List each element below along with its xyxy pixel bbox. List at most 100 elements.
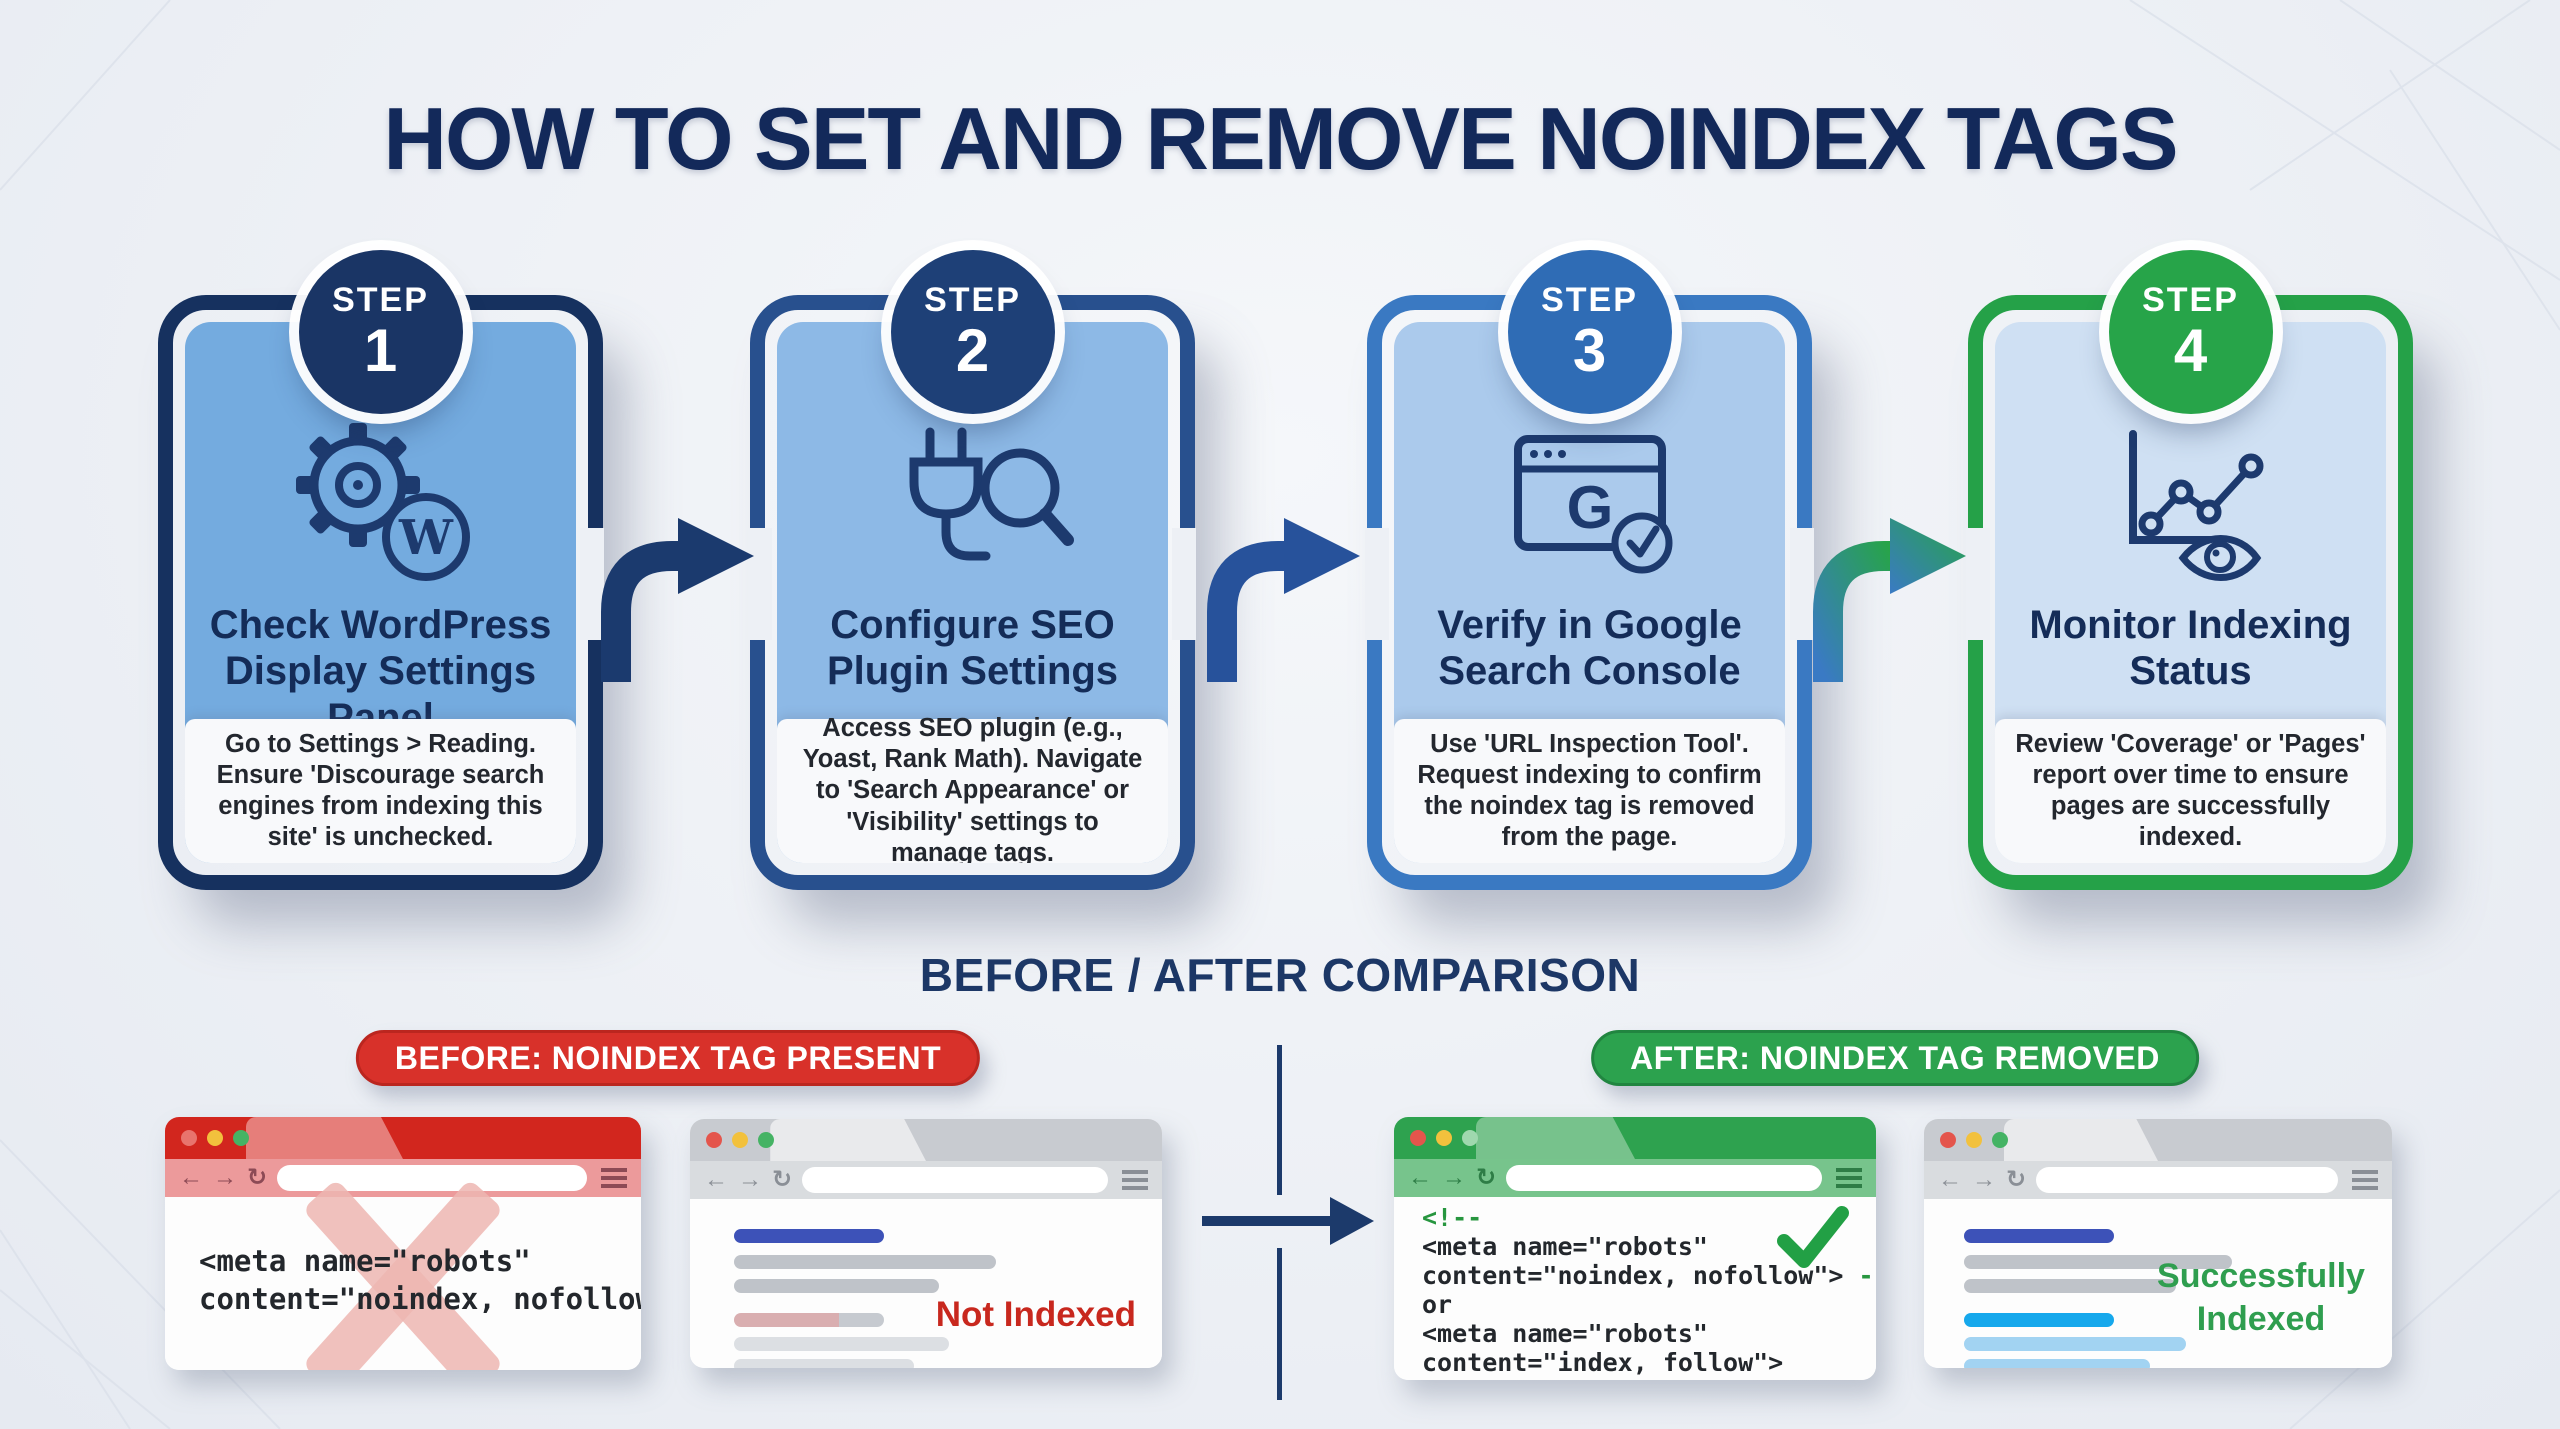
skeleton-line bbox=[1964, 1279, 2176, 1293]
code-comment: --> bbox=[1858, 1261, 1876, 1290]
before-to-after-arrow-head bbox=[1330, 1197, 1374, 1245]
arrow-step2-to-step3 bbox=[1207, 518, 1360, 682]
step-1-title: Check WordPress Display Settings Panel bbox=[209, 603, 552, 740]
maximize-dot-icon bbox=[1992, 1132, 2008, 1148]
back-icon: ← bbox=[179, 1164, 203, 1191]
browser-titlebar bbox=[1924, 1119, 2392, 1161]
step-badge-number: 2 bbox=[955, 317, 990, 384]
google-g-letter: G bbox=[1566, 474, 1613, 541]
code-line: <meta name="robots" bbox=[199, 1244, 531, 1278]
browser-content: <meta name="robots" content="noindex, no… bbox=[165, 1178, 641, 1370]
forward-icon: → bbox=[738, 1166, 762, 1193]
step-1-description: Go to Settings > Reading. Ensure 'Discou… bbox=[216, 729, 545, 852]
browser-tab bbox=[1475, 1117, 1635, 1159]
not-indexed-label: Not Indexed bbox=[935, 1295, 1136, 1334]
browser-navbar: ← → ↻ bbox=[690, 1161, 1162, 1199]
not-indexed-browser: ← → ↻ Not Indexed bbox=[690, 1119, 1162, 1368]
forward-icon: → bbox=[1972, 1166, 1996, 1193]
step-badge-number: 1 bbox=[363, 317, 398, 384]
before-badge: BEFORE: NOINDEX TAG PRESENT bbox=[355, 1030, 981, 1086]
browser-navbar: ← → ↻ bbox=[1924, 1161, 2392, 1199]
minimize-dot-icon bbox=[207, 1130, 223, 1146]
reload-icon: ↻ bbox=[772, 1166, 793, 1193]
step-2-body: Configure SEO Plugin Settings Access SEO… bbox=[777, 322, 1168, 863]
step-badge-label: STEP bbox=[332, 281, 429, 319]
step-3-description-panel: Use 'URL Inspection Tool'. Request index… bbox=[1394, 719, 1785, 863]
indexed-label-line: Indexed bbox=[2196, 1299, 2326, 1338]
step-3-description: Use 'URL Inspection Tool'. Request index… bbox=[1417, 729, 1762, 852]
reload-icon: ↻ bbox=[1476, 1164, 1497, 1191]
step-2-title: Configure SEO Plugin Settings bbox=[826, 603, 1119, 694]
browser-navbar: ← → ↻ bbox=[1394, 1159, 1876, 1197]
url-bar bbox=[1506, 1165, 1822, 1191]
frame-gap bbox=[1172, 528, 1196, 640]
browser-titlebar bbox=[690, 1119, 1162, 1161]
close-dot-icon bbox=[181, 1130, 197, 1146]
code-line: content="noindex, nofollow"> bbox=[1422, 1261, 1844, 1290]
browser-navbar: ← → ↻ bbox=[165, 1159, 641, 1197]
browser-titlebar bbox=[1394, 1117, 1876, 1159]
before-code-browser: ← → ↻ <meta name="robots" content="noind… bbox=[165, 1117, 641, 1370]
step-1-icon-zone: W bbox=[276, 414, 486, 592]
step-card-3: STEP 3 G Verify in Google Search Console… bbox=[1367, 250, 1812, 890]
step-badge-label: STEP bbox=[1541, 281, 1638, 319]
frame-gap bbox=[1966, 528, 1990, 640]
step-badge-label: STEP bbox=[2142, 281, 2239, 319]
url-bar bbox=[277, 1165, 587, 1191]
menu-icon bbox=[601, 1168, 627, 1188]
step-2-description-panel: Access SEO plugin (e.g., Yoast, Rank Mat… bbox=[777, 714, 1168, 863]
minimize-dot-icon bbox=[1966, 1132, 1982, 1148]
step-1-description-panel: Go to Settings > Reading. Ensure 'Discou… bbox=[185, 719, 576, 863]
frame-gap bbox=[1365, 528, 1389, 640]
code-line: content="noindex, nofollow"> bbox=[199, 1281, 641, 1316]
traffic-lights bbox=[1940, 1132, 2008, 1148]
step-4-body: Monitor Indexing Status Review 'Coverage… bbox=[1995, 322, 2386, 863]
skeleton-line bbox=[734, 1255, 996, 1269]
reload-icon: ↻ bbox=[2006, 1166, 2027, 1193]
skeleton-line bbox=[1964, 1337, 2186, 1351]
step-badge-number: 3 bbox=[1572, 317, 1607, 384]
step-3-badge: STEP 3 bbox=[1507, 250, 1672, 414]
step-4-description: Review 'Coverage' or 'Pages' report over… bbox=[2015, 729, 2366, 852]
successfully-indexed-label: Successfully Indexed bbox=[2146, 1255, 2376, 1340]
browser-tab bbox=[2003, 1119, 2158, 1161]
code-line: <meta name="robots" bbox=[1422, 1232, 1708, 1261]
url-bar bbox=[802, 1167, 1108, 1193]
step-4-badge: STEP 4 bbox=[2108, 250, 2273, 414]
comparison-heading: BEFORE / AFTER COMPARISON bbox=[919, 949, 1641, 1001]
skeleton-line bbox=[734, 1313, 884, 1327]
menu-icon bbox=[1836, 1168, 1862, 1188]
close-dot-icon bbox=[1410, 1130, 1426, 1146]
skeleton-line bbox=[1964, 1313, 2114, 1327]
maximize-dot-icon bbox=[1462, 1130, 1478, 1146]
traffic-lights bbox=[706, 1132, 774, 1148]
before-to-after-arrow bbox=[1202, 1216, 1332, 1226]
code-line: content="index, follow"> bbox=[1422, 1348, 1784, 1377]
step-card-4: STEP 4 Monitor Indexing Status R bbox=[1968, 250, 2413, 890]
frame-gap bbox=[580, 528, 604, 640]
gear-wordpress-icon: W bbox=[295, 423, 470, 581]
indexed-browser: ← → ↻ Successfully Indexed bbox=[1924, 1119, 2392, 1368]
traffic-lights bbox=[181, 1130, 249, 1146]
browser-google-check-icon: G bbox=[1513, 435, 1672, 574]
plug-magnifier-icon bbox=[909, 427, 1074, 561]
close-dot-icon bbox=[1940, 1132, 1956, 1148]
code-comment: --> bbox=[1422, 1377, 1467, 1380]
removed-noindex-code: <!-- <meta name="robots" content="noinde… bbox=[1422, 1203, 1876, 1380]
maximize-dot-icon bbox=[233, 1130, 249, 1146]
skeleton-line bbox=[734, 1279, 939, 1293]
step-badge-number: 4 bbox=[2173, 317, 2208, 384]
browser-content: Not Indexed bbox=[690, 1199, 1162, 1368]
back-icon: ← bbox=[1408, 1164, 1432, 1191]
code-or: or bbox=[1422, 1290, 1453, 1319]
reload-icon: ↻ bbox=[247, 1164, 268, 1191]
frame-gap bbox=[1790, 528, 1814, 640]
comparison-divider bbox=[1277, 1248, 1282, 1400]
wordpress-w-letter: W bbox=[398, 510, 454, 566]
green-check-icon bbox=[1777, 1206, 1849, 1268]
step-4-description-panel: Review 'Coverage' or 'Pages' report over… bbox=[1995, 719, 2386, 863]
maximize-dot-icon bbox=[758, 1132, 774, 1148]
url-bar bbox=[2036, 1167, 2338, 1193]
arrow-step3-to-step4 bbox=[1813, 518, 1966, 682]
